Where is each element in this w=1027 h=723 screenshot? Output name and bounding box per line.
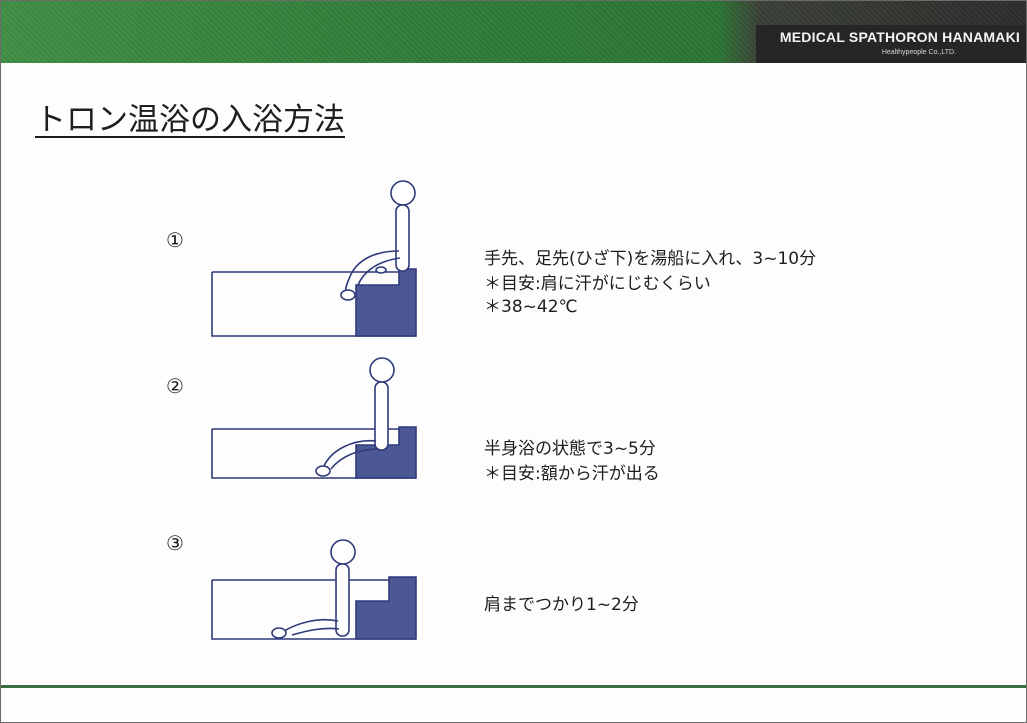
step-3-text: 肩までつかり1~2分 [484,591,639,619]
step-1-note-1: ＊目安:肩に汗がにじむくらい [484,274,711,294]
footer-divider [1,685,1026,688]
step-2-main: 半身浴の状態で3~5分 [484,439,656,459]
step-2-illustration [211,357,417,479]
step-3-main: 肩までつかり1~2分 [484,595,639,615]
brand-box: MEDICAL SPATHORON HANAMAKI Healthypeople… [756,25,1026,63]
step-1-text: 手先、足先(ひざ下)を湯船に入れ、3~10分 ＊目安:肩に汗がにじむくらい ＊3… [484,245,816,319]
step-2-note-1: ＊目安:額から汗が出る [484,464,660,484]
step-1-illustration [211,180,417,337]
brand-name: MEDICAL SPATHORON HANAMAKI [779,29,1020,45]
step-3-number: ③ [166,531,184,555]
step-1-number: ① [166,228,184,252]
step-1-main: 手先、足先(ひざ下)を湯船に入れ、3~10分 [484,249,817,269]
step-3-illustration [211,539,417,640]
step-1-note-2: ＊38~42℃ [484,297,578,317]
page-title: トロン温浴の入浴方法 [35,102,345,138]
step-2-text: 半身浴の状態で3~5分 ＊目安:額から汗が出る [484,435,660,486]
step-2-number: ② [166,374,184,398]
brand-subtitle: Healthypeople Co.,LTD. [881,49,956,56]
